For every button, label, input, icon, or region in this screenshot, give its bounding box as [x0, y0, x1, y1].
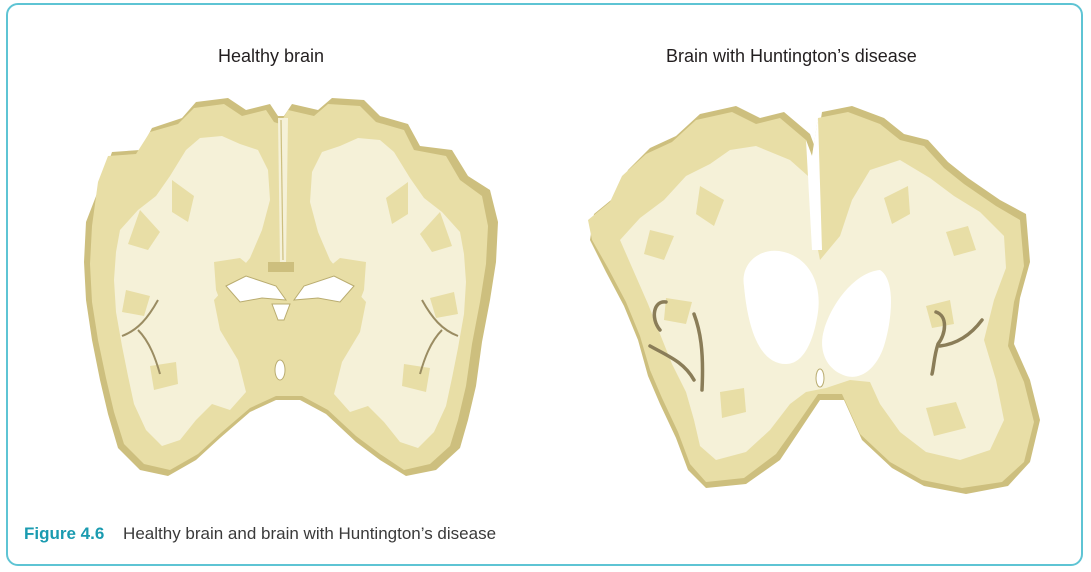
- figure-caption: Figure 4.6 Healthy brain and brain with …: [24, 524, 496, 544]
- figure-caption-text: Healthy brain and brain with Huntington’…: [123, 524, 496, 543]
- figure-number: Figure 4.6: [24, 524, 104, 543]
